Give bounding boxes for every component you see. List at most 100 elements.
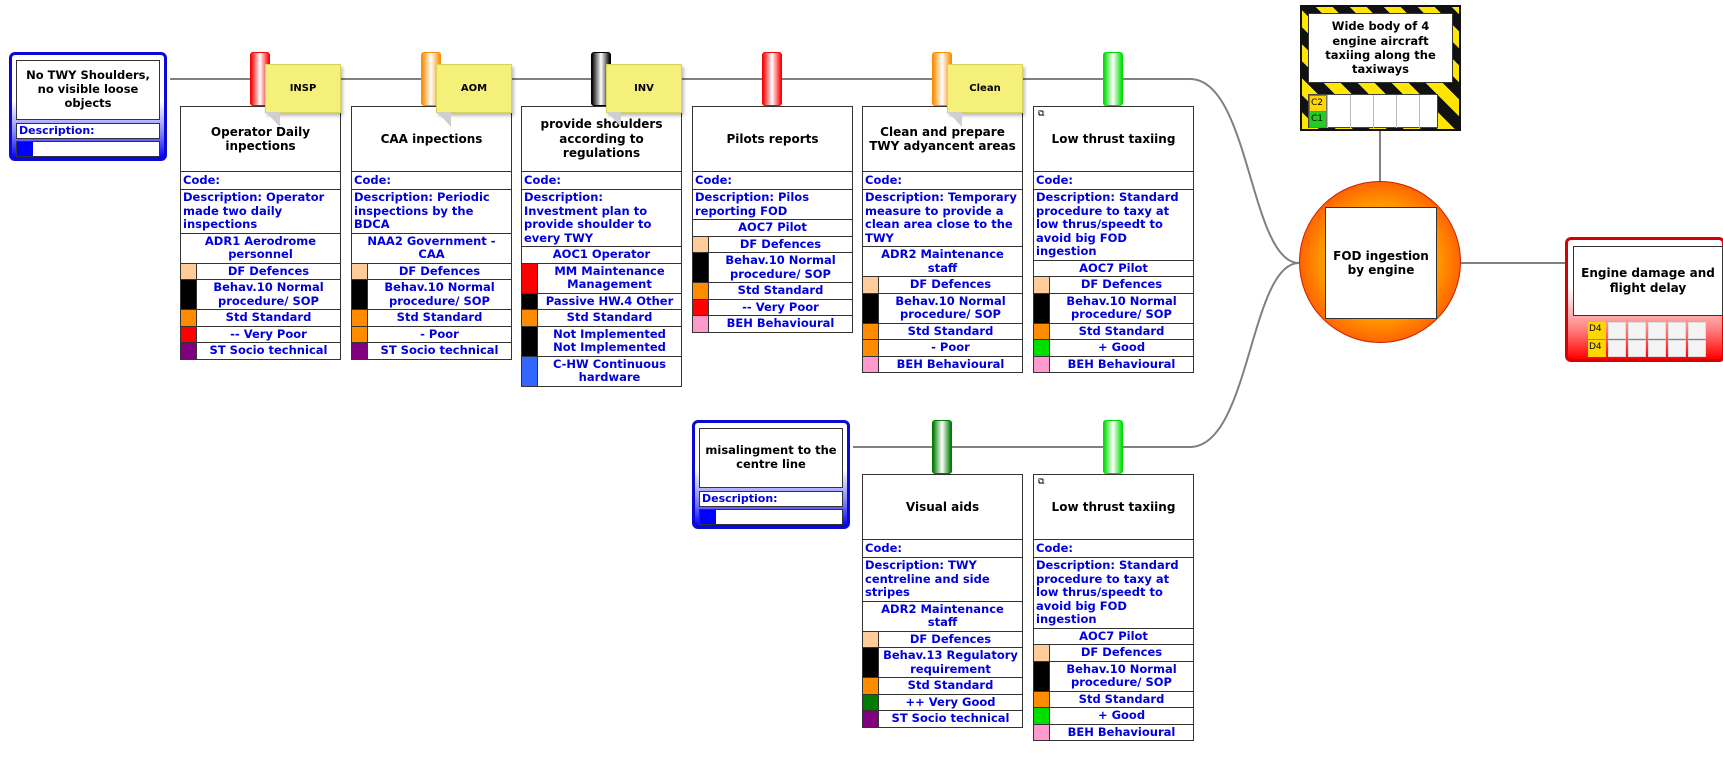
barrier-attribute-row: BEH Behavioural: [863, 356, 1022, 372]
attribute-label: Behav.10 Normal procedure/ SOP: [384, 280, 495, 308]
attribute-color-swatch: [1034, 724, 1050, 740]
barrier-description: Description: Periodic inspections by the…: [352, 190, 511, 234]
barrier-attribute-row: Std Standard: [1034, 323, 1193, 340]
barrier-code: Code:: [352, 172, 511, 190]
attribute-label: - Poor: [931, 340, 970, 354]
barrier-attribute-row: Std Standard: [1034, 691, 1193, 708]
attribute-label: Std Standard: [396, 310, 483, 324]
barrier-tab[interactable]: [1103, 52, 1123, 106]
barrier-attribute-row: Behav.10 Normal procedure/ SOP: [1034, 661, 1193, 692]
threat-title: No TWY Shoulders, no visible loose objec…: [16, 60, 160, 120]
barrier-description: Description: Temporary measure to provid…: [863, 190, 1022, 247]
barrier-attribute-row: MM Maintenance Management: [522, 263, 681, 294]
attribute-label: - Poor: [420, 326, 459, 341]
attribute-color-swatch: [693, 253, 709, 282]
threat-indicator-bar: [699, 509, 843, 525]
attribute-label: Behav.13 Regulatory requirement: [883, 648, 1018, 676]
barrier-title: provide shoulders according to regulatio…: [522, 107, 681, 172]
barrier-attribute-row: BEH Behavioural: [1034, 724, 1193, 740]
barrier-attribute-row: Std Standard: [863, 678, 1022, 695]
barrier-owner: NAA2 Government - CAA: [352, 234, 511, 264]
attribute-label: DF Defences: [227, 263, 310, 278]
attribute-label: BEH Behavioural: [726, 316, 835, 330]
risk-label: C2: [1309, 95, 1327, 112]
sticky-note[interactable]: AOM: [436, 64, 512, 127]
barrier-code: Code:: [863, 540, 1022, 558]
attribute-color-swatch: [352, 280, 368, 309]
barrier-title: ⧉Low thrust taxiing: [1034, 107, 1193, 172]
threat-title: misalingment to the centre line: [699, 428, 843, 488]
attribute-label: BEH Behavioural: [1067, 724, 1176, 739]
barrier-tab[interactable]: [1103, 420, 1123, 474]
note-label: Clean: [969, 83, 1001, 94]
attribute-label: Std Standard: [1078, 691, 1165, 706]
threat-1-line: [170, 78, 1300, 264]
hazard-title: Wide body of 4 engine aircraft taxiing a…: [1308, 13, 1453, 83]
threat-description-label: Description:: [699, 491, 843, 507]
barrier-title: Visual aids: [863, 475, 1022, 540]
attribute-color-swatch: [863, 711, 879, 727]
sticky-note[interactable]: INSP: [265, 64, 341, 127]
attribute-label: ST Socio technical: [891, 711, 1010, 725]
barrier-attribute-row: ST Socio technical: [181, 343, 340, 359]
barrier-description: Description: Standard procedure to taxy …: [1034, 190, 1193, 261]
barrier-code: Code:: [522, 172, 681, 190]
barrier-attribute-row: ++ Very Good: [863, 694, 1022, 711]
barrier-owner: ADR2 Maintenance staff: [863, 247, 1022, 277]
attribute-color-swatch: [522, 356, 538, 386]
barrier-attribute-row: DF Defences: [863, 277, 1022, 294]
threat-box[interactable]: misalingment to the centre line Descript…: [692, 420, 850, 529]
attribute-color-swatch: [1034, 708, 1050, 724]
attribute-label: Behav.10 Normal procedure/ SOP: [213, 280, 324, 308]
barrier-owner: AOC1 Operator: [522, 247, 681, 264]
barrier-description: Description: Operator made two daily ins…: [181, 190, 340, 234]
attribute-color-swatch: [693, 283, 709, 299]
barrier-tab[interactable]: [762, 52, 782, 106]
sticky-note[interactable]: INV: [606, 64, 682, 127]
attribute-label: Std Standard: [566, 310, 653, 324]
attribute-color-swatch: [1034, 691, 1050, 707]
barrier-description: Description: Investment plan to provide …: [522, 190, 681, 247]
attribute-label: BEH Behavioural: [896, 356, 1005, 371]
attribute-color-swatch: [863, 323, 879, 339]
barrier-attribute-row: Behav.10 Normal procedure/ SOP: [863, 293, 1022, 324]
threat-box[interactable]: No TWY Shoulders, no visible loose objec…: [9, 52, 167, 161]
barrier-title: CAA inpections: [352, 107, 511, 172]
barrier-attribute-row: + Good: [1034, 708, 1193, 725]
attribute-label: Std Standard: [737, 283, 824, 297]
barrier-title: Clean and prepare TWY adyancent areas: [863, 107, 1022, 172]
attribute-label: Behav.10 Normal procedure/ SOP: [1066, 293, 1177, 321]
barrier-attribute-row: DF Defences: [352, 263, 511, 280]
barrier-title: Pilots reports: [693, 107, 852, 172]
attribute-color-swatch: [522, 293, 538, 309]
barrier-code: Code:: [181, 172, 340, 190]
attribute-color-swatch: [1034, 293, 1050, 323]
barrier-attribute-row: Behav.10 Normal procedure/ SOP: [352, 280, 511, 310]
risk-label: D4: [1588, 322, 1606, 339]
sticky-note[interactable]: Clean: [947, 64, 1023, 127]
barrier-attribute-row: BEH Behavioural: [693, 316, 852, 332]
consequence-box[interactable]: Engine damage and flight delay D4 D4: [1565, 237, 1723, 362]
barrier-attribute-row: + Good: [1034, 340, 1193, 357]
threat-indicator-bar: [16, 141, 160, 157]
attribute-color-swatch: [693, 236, 709, 252]
attribute-label: Behav.10 Normal procedure/ SOP: [895, 293, 1006, 321]
barrier-tab[interactable]: [932, 420, 952, 474]
risk-label: C1: [1309, 111, 1327, 128]
attribute-label: DF Defences: [398, 263, 481, 278]
attribute-color-swatch: [352, 326, 368, 342]
barrier-attribute-row: BEH Behavioural: [1034, 356, 1193, 372]
hazard-box[interactable]: Wide body of 4 engine aircraft taxiing a…: [1300, 5, 1461, 131]
top-event[interactable]: FOD ingestion by engine: [1299, 181, 1461, 343]
attribute-label: DF Defences: [739, 236, 822, 251]
barrier-card[interactable]: provide shoulders according to regulatio…: [521, 106, 682, 387]
attribute-color-swatch: [352, 263, 368, 279]
